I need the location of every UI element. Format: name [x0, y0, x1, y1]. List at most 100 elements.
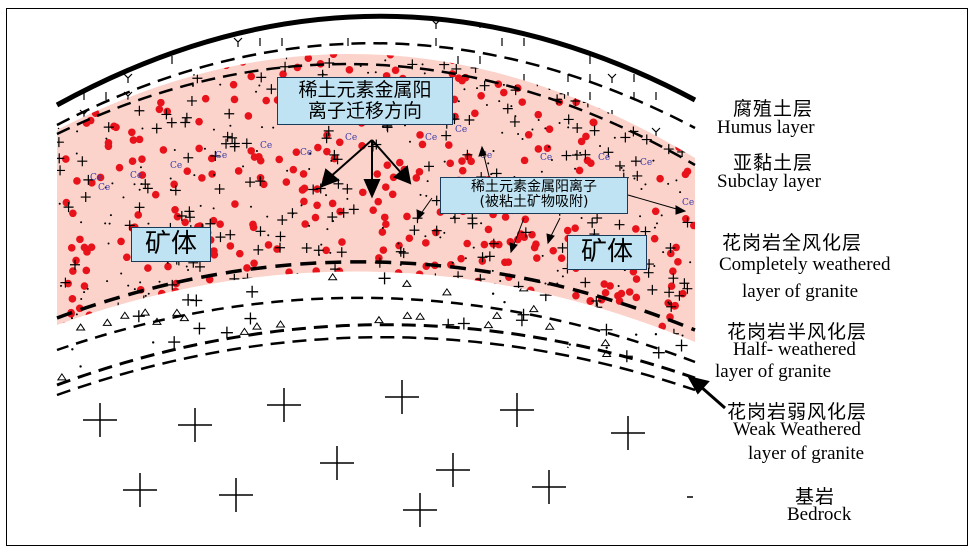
rare-earth-ion-dot: [171, 205, 179, 214]
mineral-speck: [203, 147, 206, 150]
rare-earth-ion-dot: [455, 280, 463, 288]
mineral-speck: [623, 269, 626, 272]
mineral-speck: [199, 204, 202, 207]
mineral-speck: [637, 91, 640, 94]
subclay-layer-en: Subclay layer: [717, 171, 821, 192]
rare-earth-ion-dot: [173, 212, 182, 221]
mineral-speck: [330, 159, 333, 162]
rare-earth-ion-dot: [235, 249, 244, 258]
mineral-speck: [399, 251, 402, 254]
rare-earth-ion-dot: [660, 128, 668, 136]
rare-earth-ion-dot: [586, 297, 595, 306]
rare-earth-ion-dot: [545, 125, 554, 134]
completely-weathered-en: Completely weathered: [719, 254, 891, 275]
rare-earth-ion-dot: [641, 37, 649, 45]
rare-earth-ion-dot: [74, 82, 83, 91]
breccia-triangle: [415, 312, 426, 320]
breccia-triangle: [544, 322, 555, 330]
breccia-triangle: [528, 304, 539, 313]
mineral-speck: [320, 243, 323, 246]
rare-earth-ion-dot: [520, 156, 529, 165]
rare-earth-ion-dot: [504, 258, 513, 266]
rare-earth-ion-dot: [669, 267, 677, 275]
rare-earth-ion-dot: [320, 276, 328, 285]
rare-earth-ion-dot: [625, 288, 634, 296]
mineral-speck: [487, 162, 490, 165]
mineral-speck: [191, 84, 194, 87]
mineral-speck: [263, 283, 266, 286]
rare-earth-ion-dot: [117, 237, 125, 246]
rare-earth-ion-dot: [391, 66, 400, 75]
rare-earth-ion-dot: [73, 177, 81, 185]
mineral-speck: [621, 81, 624, 84]
rare-earth-ion-dot: [269, 303, 278, 311]
completely-weathered-en2: layer of granite: [742, 281, 859, 302]
rare-earth-ion-dot: [526, 286, 535, 295]
rare-earth-ion-dot: [382, 220, 390, 229]
rare-earth-ion-dot: [262, 96, 270, 105]
rare-earth-ion-dot: [448, 56, 457, 64]
rare-earth-ion-dot: [170, 42, 178, 50]
rare-earth-ion-dot: [209, 216, 218, 225]
rare-earth-ion-dot: [300, 308, 309, 316]
migration-label-line2: 离子迁移方向: [307, 99, 422, 122]
rare-earth-ion-dot: [488, 319, 497, 327]
rare-earth-ion-dot: [386, 53, 395, 59]
mineral-speck: [300, 204, 303, 207]
rare-earth-ion-dot: [163, 107, 172, 116]
rare-earth-ion-dot: [603, 90, 612, 98]
mineral-speck: [541, 254, 544, 257]
rare-earth-ion-dot: [63, 53, 71, 57]
rare-earth-ion-dot: [379, 327, 387, 336]
rare-earth-ion-dot: [442, 298, 451, 307]
rare-earth-ion-dot: [520, 233, 529, 241]
mineral-speck: [309, 152, 312, 155]
mineral-speck: [580, 216, 583, 219]
mineral-speck: [308, 168, 311, 171]
rare-earth-ion-dot: [181, 218, 189, 227]
ce-label: Ce: [682, 198, 694, 208]
rare-earth-ion-dot: [90, 59, 98, 67]
mineral-speck: [457, 293, 460, 296]
mineral-speck: [211, 293, 214, 296]
rare-earth-ion-dot: [198, 174, 206, 182]
rare-earth-ion-dot: [282, 178, 291, 186]
adsorbed-ions-label: 稀土元素金属阳离子 (被粘土矿物吸附): [440, 177, 628, 214]
ore-body-band: [57, 53, 695, 342]
rare-earth-ion-dot: [226, 242, 235, 250]
rare-earth-ion-dot: [463, 239, 472, 248]
rare-earth-ion-dot: [231, 200, 239, 208]
mineral-speck: [324, 382, 327, 386]
rare-earth-ion-dot: [395, 158, 404, 167]
mineral-speck: [640, 188, 643, 191]
mineral-speck: [79, 365, 82, 368]
rare-earth-ion-dot: [208, 170, 216, 178]
rare-earth-ion-dot: [104, 142, 113, 151]
rare-earth-ion-dot: [653, 62, 661, 70]
ce-label: Ce: [455, 125, 467, 135]
rare-earth-ion-dot: [289, 165, 298, 174]
rare-earth-ion-dot: [335, 138, 344, 147]
subclay-boundary: [56, 62, 696, 167]
mineral-speck: [653, 264, 656, 267]
weak-weathered-pointer-arrow: [686, 375, 726, 410]
rare-earth-ion-dot: [78, 331, 87, 339]
mineral-speck: [394, 321, 397, 324]
breccia-triangle: [269, 385, 279, 388]
rare-earth-ion-dot: [112, 123, 120, 132]
rare-earth-ion-dot: [499, 286, 508, 294]
rare-earth-ion-dot: [666, 313, 674, 321]
rare-earth-ion-dot: [589, 69, 598, 78]
mineral-speck: [548, 88, 551, 91]
mineral-speck: [607, 111, 610, 114]
mineral-speck: [216, 335, 219, 338]
mineral-speck: [490, 173, 493, 176]
mineral-speck: [485, 104, 488, 107]
rare-earth-ion-dot: [327, 46, 335, 54]
mineral-speck: [637, 120, 640, 123]
rare-earth-ion-dot: [489, 299, 497, 308]
half-weathered-boundary-top: [56, 296, 696, 364]
mineral-speck: [662, 251, 665, 254]
rare-earth-ion-dot: [80, 282, 89, 290]
mineral-speck: [133, 183, 136, 186]
